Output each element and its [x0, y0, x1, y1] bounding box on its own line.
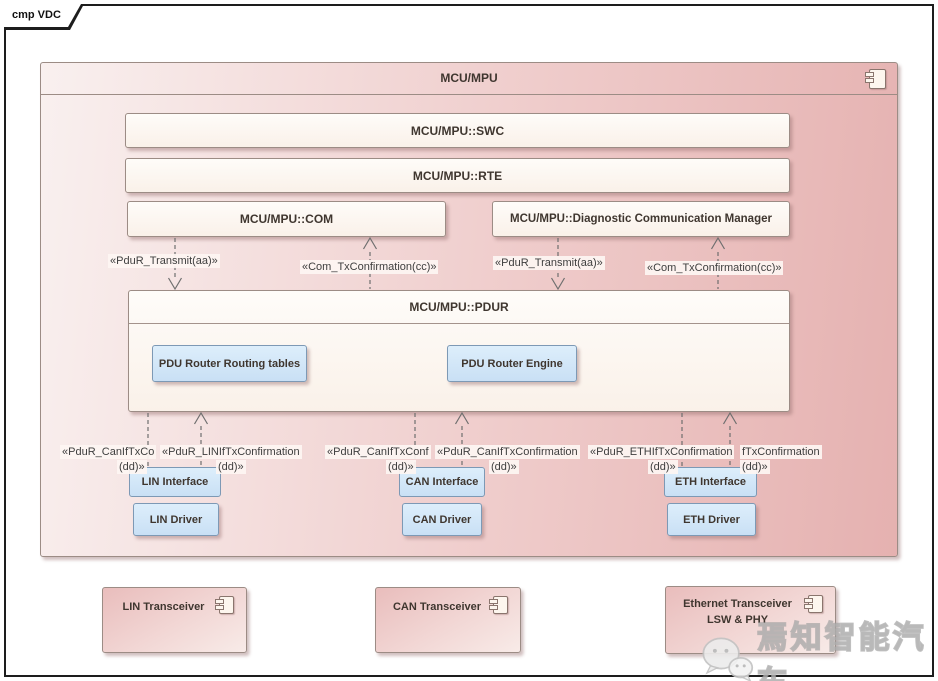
lin-interface-label: LIN Interface: [141, 476, 209, 488]
pdu-router-engine-label: PDU Router Engine: [461, 357, 563, 370]
ethernet-transceiver-box: Ethernet Transceiver LSW & PHY: [665, 586, 836, 654]
can-driver-box: CAN Driver: [402, 503, 482, 536]
rte-box: MCU/MPU::RTE: [125, 158, 790, 193]
swc-label: MCU/MPU::SWC: [410, 123, 505, 138]
component-icon: [865, 69, 886, 89]
com-box: MCU/MPU::COM: [127, 201, 446, 237]
ethernet-transceiver-sublabel: LSW & PHY: [706, 614, 769, 626]
pdu-router-routing-tables-label: PDU Router Routing tables: [158, 357, 301, 370]
edge-label-canif-short: «PduR_CanIfTxConf: [325, 445, 431, 459]
mcu-header-separator: [41, 94, 897, 95]
can-driver-label: CAN Driver: [412, 513, 472, 526]
pdu-router-engine-box: PDU Router Engine: [447, 345, 577, 382]
dcm-label: MCU/MPU::Diagnostic Communication Manage…: [510, 213, 772, 225]
can-transceiver-box: CAN Transceiver: [375, 587, 521, 653]
watermark: 焉知智能汽车: [698, 612, 938, 681]
edge-label-dd: (dd)»: [216, 460, 246, 474]
edge-label-pdur-transmit-com: «PduR_Transmit(aa)»: [108, 254, 220, 268]
edge-label-com-txconfirmation-dcm: «Com_TxConfirmation(cc)»: [645, 261, 784, 275]
edge-label-canif-clipped: «PduR_CanIfTxCo: [60, 445, 157, 459]
lin-transceiver-box: LIN Transceiver: [102, 587, 247, 653]
wechat-icon: [702, 637, 754, 681]
pdur-title: MCU/MPU::PDUR: [409, 300, 509, 314]
edge-label-canif-full: «PduR_CanIfTxConfirmation: [435, 445, 580, 459]
edge-label-ethif-clipped: fTxConfirmation: [740, 445, 822, 459]
pdur-header-separator: [129, 323, 789, 324]
lin-driver-box: LIN Driver: [133, 503, 219, 536]
rte-label: MCU/MPU::RTE: [412, 168, 503, 183]
edge-label-com-txconfirmation: «Com_TxConfirmation(cc)»: [300, 260, 439, 274]
lin-transceiver-label: LIN Transceiver: [122, 601, 205, 613]
lin-driver-label: LIN Driver: [149, 513, 203, 526]
component-icon: [489, 596, 508, 614]
eth-driver-box: ETH Driver: [667, 503, 756, 536]
diagram-tab: cmp VDC: [4, 4, 84, 30]
watermark-text: 焉知智能汽车: [756, 619, 927, 681]
swc-box: MCU/MPU::SWC: [125, 113, 790, 148]
pdu-router-routing-tables-box: PDU Router Routing tables: [152, 345, 307, 382]
can-interface-label: CAN Interface: [405, 476, 479, 488]
edge-label-dd: (dd)»: [489, 460, 519, 474]
ethernet-transceiver-label: Ethernet Transceiver: [683, 598, 792, 610]
component-icon: [804, 595, 823, 613]
component-icon: [215, 596, 234, 614]
eth-driver-label: ETH Driver: [683, 513, 740, 526]
edge-label-dd: (dd)»: [740, 460, 770, 474]
edge-label-dd: (dd)»: [386, 460, 416, 474]
edge-label-ethif-txconfirmation: «PduR_ETHIfTxConfirmation: [588, 445, 735, 459]
edge-label-linif-txconfirmation: «PduR_LINIfTxConfirmation: [160, 445, 302, 459]
edge-label-dd: (dd)»: [117, 460, 147, 474]
diagram-tab-label: cmp VDC: [4, 4, 81, 27]
dcm-box: MCU/MPU::Diagnostic Communication Manage…: [492, 201, 790, 237]
eth-interface-label: ETH Interface: [675, 476, 746, 488]
edge-label-pdur-transmit-dcm: «PduR_Transmit(aa)»: [493, 256, 605, 270]
can-transceiver-label: CAN Transceiver: [392, 601, 482, 613]
edge-label-dd: (dd)»: [648, 460, 678, 474]
com-label: MCU/MPU::COM: [239, 212, 334, 226]
mcu-mpu-title: MCU/MPU: [440, 71, 498, 85]
